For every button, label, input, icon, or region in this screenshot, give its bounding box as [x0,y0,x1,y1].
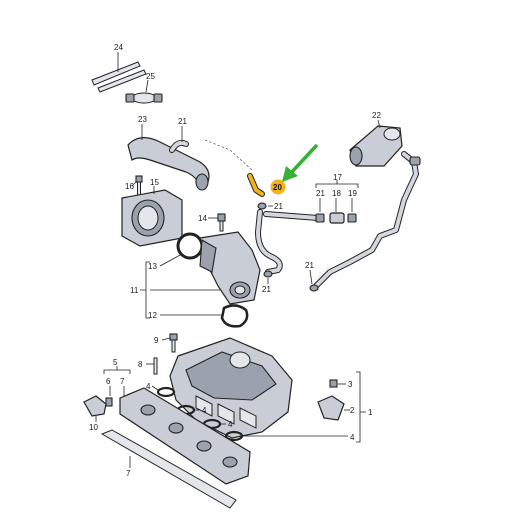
part-6-runner-flange [119,387,251,485]
part-2-sensor [317,379,350,421]
callout-22: 22 [372,111,381,120]
callout-21-far: 21 [305,261,314,270]
part-14-bolt [208,213,226,232]
callout-21-low: 21 [262,285,271,294]
part-20-hose [247,173,265,197]
part-10-sensor [83,395,113,422]
callout-20: 20 [273,183,282,192]
bracket-17 [315,180,359,188]
callout-20-highlight [270,179,286,195]
callout-3: 3 [348,380,353,389]
bracket-11 [140,261,150,319]
part-21-clip-a [257,202,273,210]
callout-21-right: 21 [316,189,325,198]
routing-line [204,139,253,171]
bracket-5 [103,366,131,374]
part-15-throttle-body [121,186,183,247]
callout-15: 15 [150,178,159,187]
part-8-stud [146,357,158,375]
callout-2: 2 [350,406,355,415]
callout-10: 10 [89,423,98,432]
part-24-rail [91,52,147,93]
callout-11: 11 [130,286,139,295]
callout-14: 14 [198,214,207,223]
callout-5: 5 [113,358,118,367]
breather-hose [313,151,421,289]
callout-4-a: 4 [146,382,151,391]
part-21-connector-top [169,126,189,153]
callout-4-b: 4 [202,406,207,415]
callout-21-mid: 21 [274,202,283,211]
callout-7-a: 7 [120,377,125,386]
callout-18: 18 [332,189,341,198]
callout-4-d: 4 [350,433,355,442]
callout-25: 25 [146,72,155,81]
callout-12: 12 [148,311,157,320]
part-25-clamp [125,79,163,104]
callout-7-b: 7 [126,469,131,478]
callout-13: 13 [148,262,157,271]
callout-4-c: 4 [228,420,233,429]
part-9-bolt [161,333,178,353]
callout-1: 1 [368,408,373,417]
part-22-breather-housing [349,119,403,167]
green-arrow-icon [282,144,318,182]
part-21-clip-b [263,270,273,284]
callout-17: 17 [333,173,342,182]
callout-21-top: 21 [178,117,187,126]
part-7-gasket [100,429,237,509]
callout-8: 8 [138,360,143,369]
callout-24: 24 [114,43,123,52]
callout-16: 16 [125,182,134,191]
callout-6: 6 [106,377,111,386]
part-1-intake-manifold [169,337,293,439]
part-23-pipe [127,124,210,191]
part-11-intake-elbow [199,231,261,305]
part-12-gasket [160,304,249,328]
bracket-1 [356,371,366,443]
callout-9: 9 [154,336,159,345]
part-18-19-valves [315,212,357,224]
vacuum-hose-main [255,209,321,275]
callout-23: 23 [138,115,147,124]
callout-19: 19 [348,189,357,198]
part-21-clip-c [309,269,319,292]
